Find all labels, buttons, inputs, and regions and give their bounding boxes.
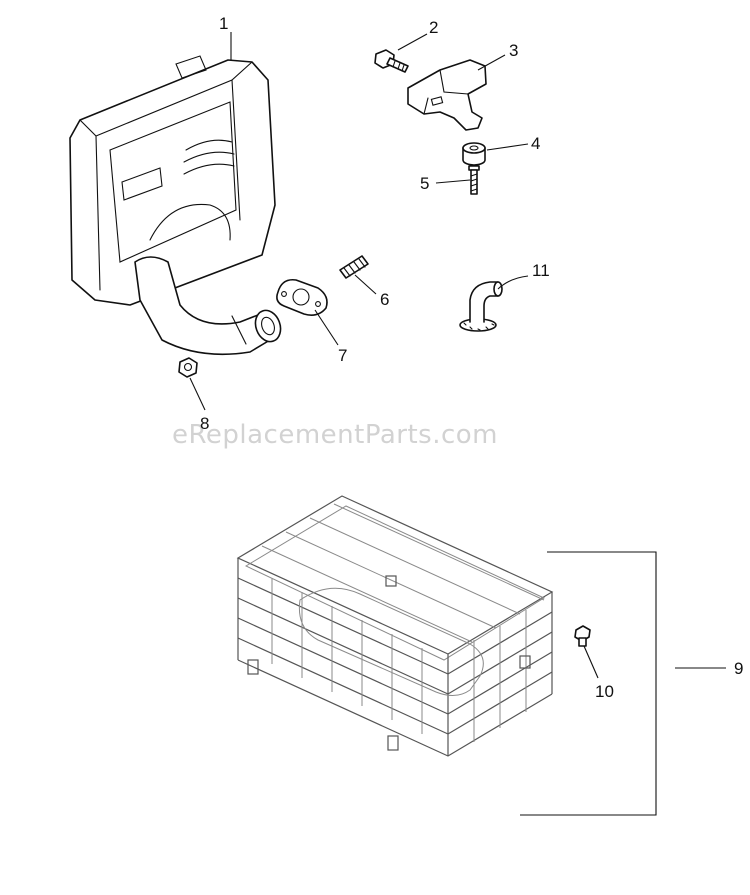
part-muffler-guard[interactable] <box>236 495 554 757</box>
part-nut[interactable] <box>178 357 198 378</box>
callout-3: 3 <box>509 41 518 60</box>
callout-1: 1 <box>219 14 228 33</box>
part-screw[interactable] <box>374 49 409 73</box>
watermark-text: eReplacementParts.com <box>172 420 498 450</box>
callout-9: 9 <box>734 659 743 678</box>
callout-10: 10 <box>595 682 614 701</box>
callout-7: 7 <box>338 346 347 365</box>
leader-5 <box>435 179 471 184</box>
part-stud[interactable] <box>339 255 369 279</box>
callout-8: 8 <box>200 414 209 433</box>
callout-4: 4 <box>531 134 540 153</box>
part-spacer[interactable] <box>462 142 486 166</box>
guard-group-bracket <box>520 551 657 816</box>
part-bolt[interactable] <box>468 165 480 195</box>
leader-3 <box>477 54 506 71</box>
leader-4 <box>486 143 529 151</box>
callout-2: 2 <box>429 18 438 37</box>
leader-10 <box>583 645 599 679</box>
callout-5: 5 <box>420 174 429 193</box>
leader-7 <box>314 309 339 346</box>
leader-11 <box>497 275 529 290</box>
part-guard-screw[interactable] <box>574 625 591 647</box>
part-bracket[interactable] <box>407 59 487 131</box>
leader-8 <box>189 377 206 411</box>
leader-6 <box>354 274 377 295</box>
leader-2 <box>397 33 428 51</box>
part-gasket[interactable] <box>276 278 328 316</box>
part-muffler[interactable] <box>69 55 285 356</box>
part-elbow[interactable] <box>459 281 503 332</box>
callout-11: 11 <box>532 261 550 280</box>
callout-6: 6 <box>380 290 389 309</box>
